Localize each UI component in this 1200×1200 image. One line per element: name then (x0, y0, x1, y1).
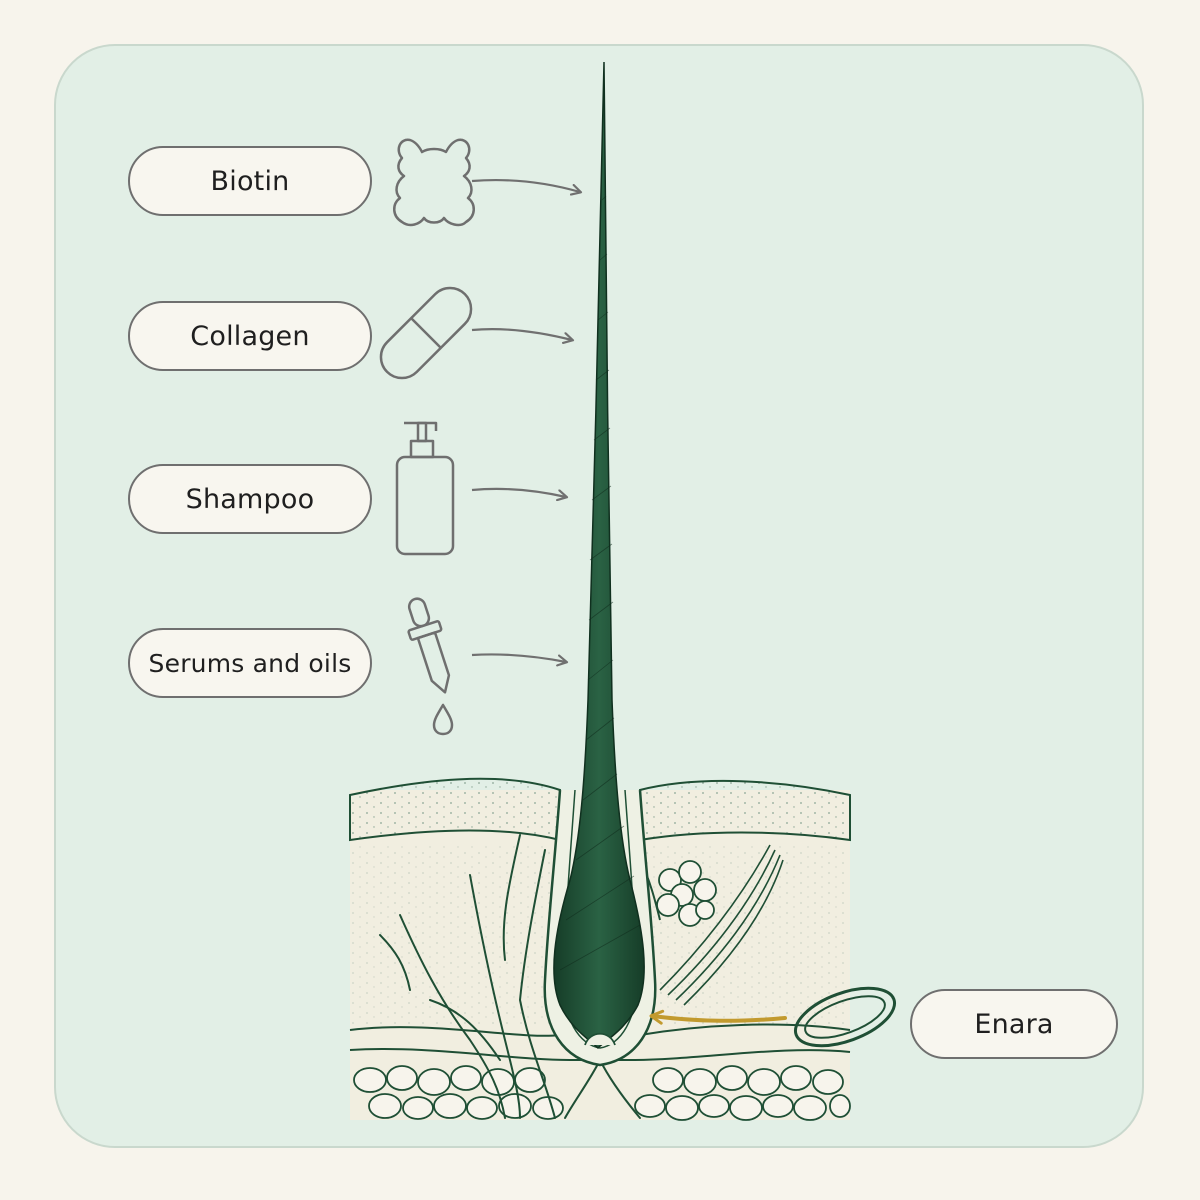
enara-arrow (649, 1009, 787, 1025)
hair-shaft (553, 61, 645, 1050)
dropper-icon (407, 597, 454, 736)
serums-arrow (471, 653, 566, 662)
collagen-arrow (471, 328, 572, 340)
serums-and-oils-label: Serums and oils (128, 628, 372, 698)
collagen-label: Collagen (128, 301, 372, 371)
tablet-icon (793, 986, 897, 1048)
enara-label: Enara (910, 989, 1118, 1059)
capsule-icon (379, 286, 473, 380)
gummy-bear-icon (393, 138, 475, 227)
shampoo-arrow (471, 487, 566, 497)
biotin-arrow (471, 178, 580, 192)
biotin-label: Biotin (128, 146, 372, 216)
shampoo-label: Shampoo (128, 464, 372, 534)
pump-bottle-icon (395, 421, 455, 556)
